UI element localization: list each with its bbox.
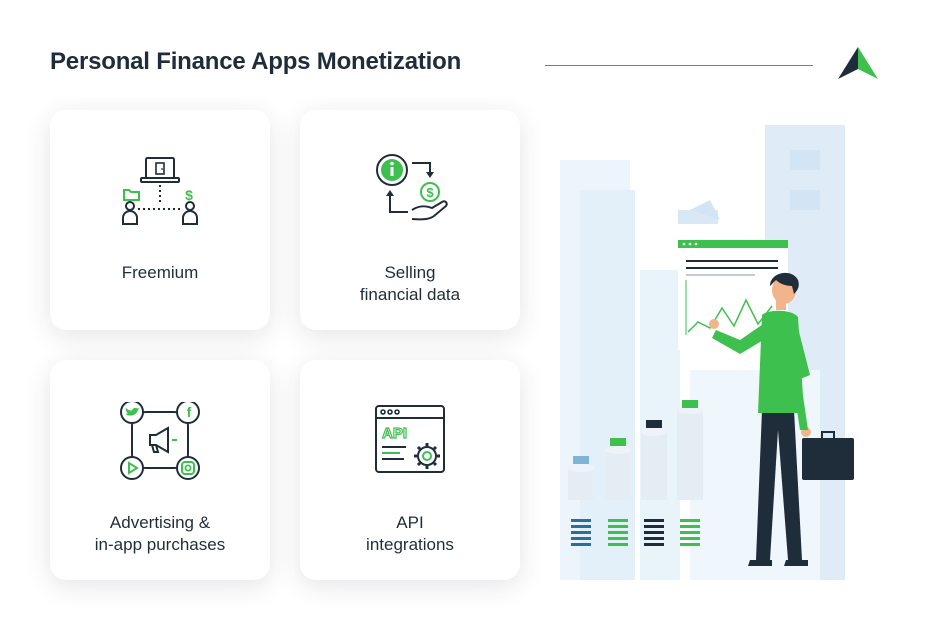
card-label-line: Freemium <box>121 263 199 282</box>
svg-text:$: $ <box>426 185 434 200</box>
card-label-line: integrations <box>366 535 454 554</box>
card-label-line: Selling <box>384 263 436 282</box>
title-divider <box>545 65 813 66</box>
card-label-line: in-app purchases <box>94 535 226 554</box>
card-label: Selling financial data <box>300 262 520 306</box>
card-label-line: financial data <box>359 285 461 304</box>
card-label-line: Advertising & <box>109 513 211 532</box>
api-window-gear-icon: API <box>375 405 445 473</box>
card-advertising: f Advertising & in-app purchases <box>50 360 270 580</box>
card-label-line: API <box>396 513 424 532</box>
businessman <box>709 272 854 566</box>
card-label: API integrations <box>300 512 520 556</box>
card-selling-financial-data: $ Selling financial data <box>300 110 520 330</box>
mountain-logo-icon <box>838 47 878 79</box>
bar-columns <box>568 400 703 546</box>
social-media-megaphone-icon: f <box>120 402 200 480</box>
card-api-integrations: API API integrations <box>300 360 520 580</box>
svg-text:f: f <box>187 404 192 420</box>
card-freemium: $ Freemium <box>50 110 270 330</box>
svg-text:API: API <box>382 425 407 442</box>
card-label: Freemium <box>50 262 270 284</box>
page-title: Personal Finance Apps Monetization <box>50 48 462 75</box>
card-label: Advertising & in-app purchases <box>50 512 270 556</box>
info-to-money-exchange-icon: $ <box>376 154 448 221</box>
svg-text:$: $ <box>185 187 193 203</box>
businessman-presenting-chart-illustration <box>560 125 854 580</box>
freemium-network-icon: $ <box>122 157 198 225</box>
